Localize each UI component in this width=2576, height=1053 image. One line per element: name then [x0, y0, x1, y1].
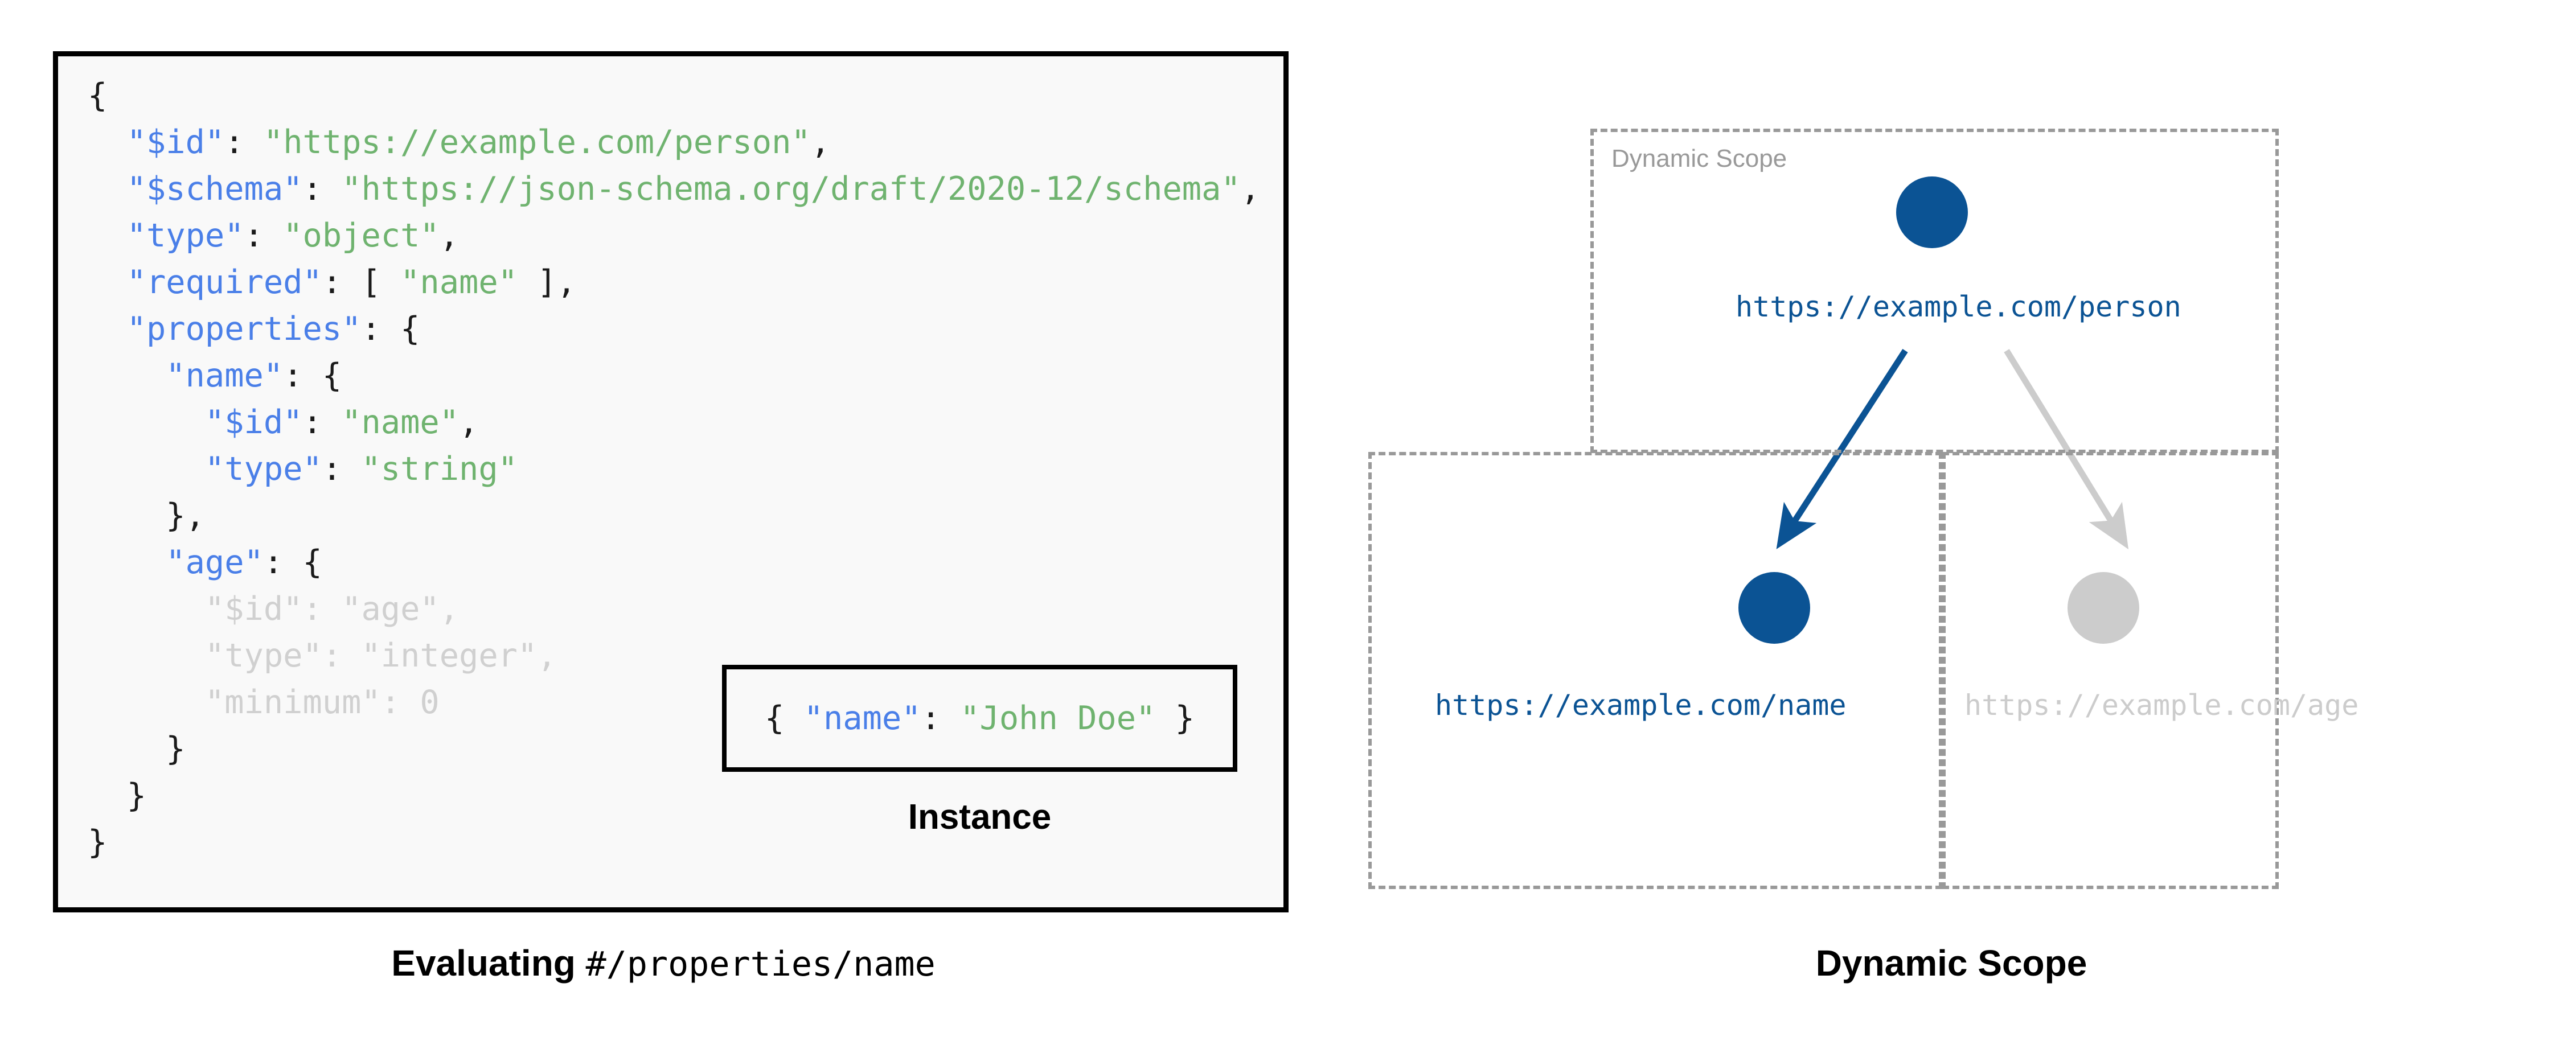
- node-url-person: https://example.com/person: [1736, 290, 2181, 323]
- code-token: ,: [439, 590, 460, 628]
- node-url-name: https://example.com/name: [1435, 689, 1847, 722]
- code-token: ,: [537, 637, 557, 674]
- code-line: "type": "string": [88, 446, 1260, 492]
- code-token: "properties": [126, 310, 362, 348]
- scope-box-name: [1368, 452, 1942, 889]
- code-token: "type": [204, 637, 322, 674]
- instance-code-token: "name": [803, 700, 921, 737]
- code-line: "age": {: [88, 539, 1260, 586]
- code-token: : [: [322, 264, 401, 301]
- left-panel-caption: Evaluating #/properties/name: [0, 942, 1327, 984]
- instance-code-token: {: [765, 700, 804, 737]
- code-token: ],: [518, 264, 576, 301]
- code-token: },: [166, 497, 205, 534]
- code-token: "type": [126, 217, 244, 254]
- code-token: "type": [204, 450, 322, 488]
- schema-panel: { "$id": "https://example.com/person", "…: [0, 51, 1327, 984]
- code-token: }: [88, 824, 108, 861]
- code-token: ,: [439, 217, 460, 254]
- code-token: "$id": [204, 590, 303, 628]
- code-line: "type": "integer",: [88, 632, 1260, 679]
- code-token: "integer": [361, 637, 538, 674]
- schema-code-box: { "$id": "https://example.com/person", "…: [53, 51, 1289, 912]
- code-line: }: [88, 726, 1260, 772]
- code-token: ,: [1240, 170, 1261, 208]
- code-token: "minimum": [204, 684, 381, 721]
- code-token: "https://json-schema.org/draft/2020-12/s…: [342, 170, 1241, 208]
- instance-code: { "name": "John Doe" }: [765, 700, 1195, 737]
- code-token: "$id": [204, 404, 303, 441]
- code-line: "type": "object",: [88, 212, 1260, 259]
- code-token: 0: [420, 684, 440, 721]
- scope-box-person: [1590, 129, 2279, 453]
- code-token: : {: [361, 310, 420, 348]
- code-line: "required": [ "name" ],: [88, 259, 1260, 306]
- dynamic-scope-panel: Dynamic Scope https://example.com/person…: [1327, 0, 2576, 1053]
- code-line: {: [88, 72, 1260, 119]
- instance-box: { "name": "John Doe" }: [722, 665, 1237, 772]
- node-circle-age: [2068, 572, 2139, 644]
- code-line: "properties": {: [88, 306, 1260, 352]
- code-token: {: [88, 77, 108, 114]
- right-panel-caption: Dynamic Scope: [1815, 943, 2087, 984]
- code-token: "https://example.com/person": [263, 124, 811, 161]
- instance-code-token: :: [921, 700, 961, 737]
- code-line: "$id": "name",: [88, 399, 1260, 446]
- code-token: "age": [342, 590, 440, 628]
- schema-code-listing: { "$id": "https://example.com/person", "…: [88, 72, 1260, 866]
- code-line: "$id": "https://example.com/person",: [88, 119, 1260, 166]
- code-token: :: [322, 637, 362, 674]
- code-token: "object": [283, 217, 440, 254]
- code-line: },: [88, 492, 1260, 539]
- caption-mono-pointer: #/properties/name: [585, 944, 936, 984]
- code-line: "minimum": 0: [88, 679, 1260, 726]
- code-token: :: [302, 404, 342, 441]
- code-token: "$schema": [126, 170, 303, 208]
- code-line: "$schema": "https://json-schema.org/draf…: [88, 166, 1260, 212]
- instance-code-token: }: [1155, 700, 1195, 737]
- scope-box-label: Dynamic Scope: [1611, 145, 1787, 172]
- code-token: }: [166, 730, 186, 768]
- code-token: :: [224, 124, 264, 161]
- code-line: }: [88, 819, 1260, 866]
- node-circle-person: [1896, 176, 1968, 248]
- code-line: "$id": "age",: [88, 586, 1260, 632]
- code-token: "name": [400, 264, 518, 301]
- code-token: "string": [361, 450, 518, 488]
- code-token: : {: [263, 544, 322, 581]
- code-line: }: [88, 772, 1260, 819]
- instance-code-token: "John Doe": [960, 700, 1156, 737]
- code-token: :: [302, 170, 342, 208]
- caption-bold-text: Evaluating: [391, 943, 586, 984]
- code-token: : {: [283, 357, 342, 394]
- code-line: "name": {: [88, 352, 1260, 399]
- code-token: "$id": [126, 124, 225, 161]
- code-token: "age": [166, 544, 264, 581]
- code-token: ,: [810, 124, 831, 161]
- node-url-age: https://example.com/age: [1964, 689, 2359, 722]
- scope-box-age: [1942, 452, 2279, 889]
- code-token: ,: [459, 404, 479, 441]
- node-circle-name: [1738, 572, 1810, 644]
- code-token: :: [322, 450, 362, 488]
- code-token: :: [244, 217, 284, 254]
- code-token: "name": [342, 404, 460, 441]
- code-token: "name": [166, 357, 284, 394]
- instance-label: Instance: [908, 797, 1052, 837]
- code-token: }: [126, 777, 146, 815]
- code-token: :: [380, 684, 420, 721]
- code-token: "required": [126, 264, 322, 301]
- code-token: :: [302, 590, 342, 628]
